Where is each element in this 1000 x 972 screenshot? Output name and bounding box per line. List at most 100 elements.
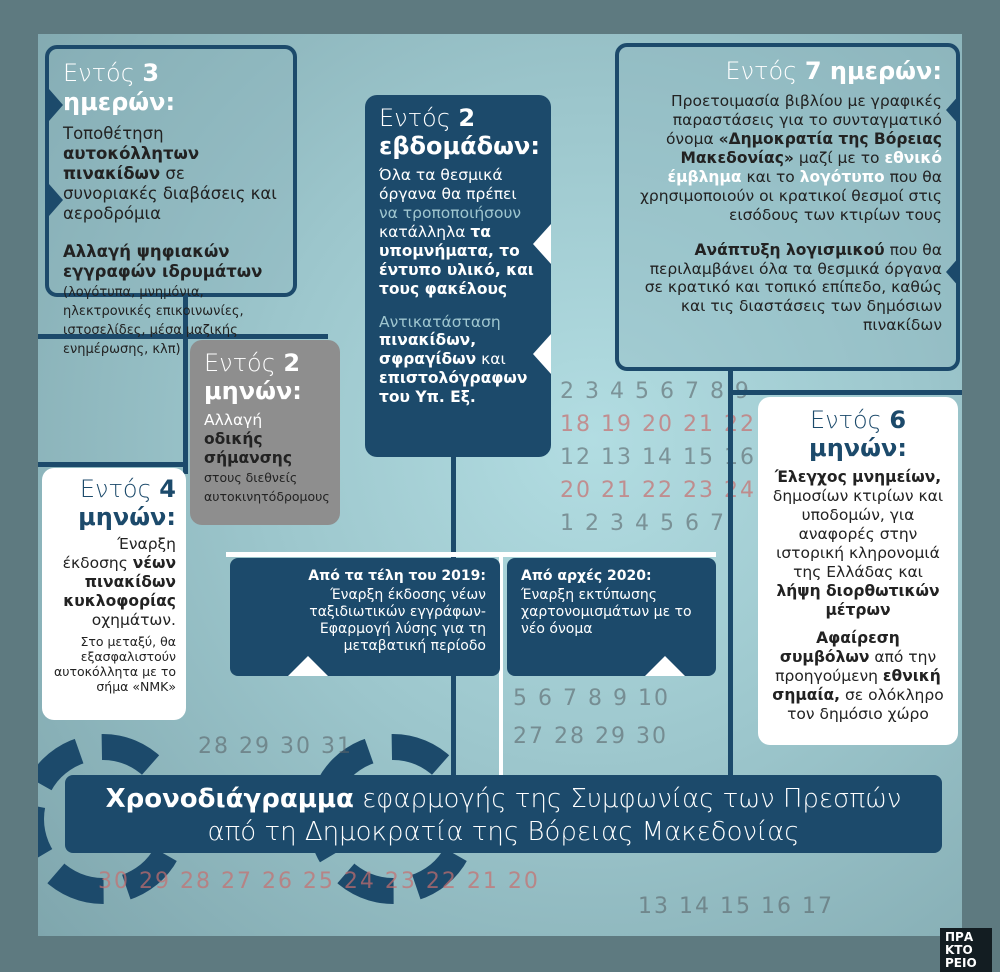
box-late-2019: Από τα τέλη του 2019: Έναρξη έκδοσης νέω… [230,558,500,676]
text: Προετοιμασία βιβλίου με γραφικές παραστά… [665,92,942,149]
text-bold: λήψη διορθωτικών μέτρων [776,581,940,619]
item-text: Έναρξη έκδοσης νέων ταξιδιωτικών εγγράφω… [309,587,486,655]
pointer-icon [645,656,685,676]
calendar-decoration: 2 3 4 5 6 7 8 9 [560,379,751,404]
connector-line [183,294,188,474]
heading-text: Εντός [63,59,143,87]
text: δημοσίων κτιρίων και υποδομών, για αναφο… [772,487,944,581]
heading-text: Εντός [79,475,160,503]
timeline-line [499,554,503,784]
calendar-decoration: 5 6 7 8 9 10 [513,686,670,711]
pointer-icon [533,224,551,264]
connector-line [728,390,962,395]
connector-line [38,334,328,339]
calendar-decoration: 27 28 29 30 [513,724,668,749]
text: που θα χρησιμοποιούν οι κρατικοί θεσμοί … [639,167,942,224]
infographic-canvas: 2 3 4 5 6 7 8 9 18 19 20 21 22 12 13 14 … [38,34,962,936]
connector-line [38,462,188,467]
text: (λογότυπα, μνημόνια, ηλεκτρονικές επικοι… [63,285,244,358]
title-bold: Χρονοδιάγραμμα [105,784,354,814]
title-line-2: από τη Δημοκρατία της Βόρειας Μακεδονίας [207,816,800,847]
text-highlight: εθνικό έμβλημα [667,148,942,186]
item-text: Αφαίρεση συμβόλων από την προηγούμενη εθ… [772,629,944,724]
text: σε συνοριακές διαβάσεις και αεροδρόμια [63,163,277,224]
text-bold: πινακίδων, σφραγίδων [379,331,477,369]
text: και το [741,167,800,186]
heading-bold: 4 [159,475,176,503]
text-bold: Αλλαγή ψηφιακών εγγραφών ιδρυμάτων [63,242,263,282]
calendar-decoration: 18 19 20 21 22 [560,412,756,437]
calendar-decoration: 20 21 22 23 24 [560,478,756,503]
item-text: Αλλαγή ψηφιακών εγγραφών ιδρυμάτων(λογότ… [63,242,279,358]
calendar-decoration: 12 13 14 15 16 [560,445,756,470]
text: από την προηγούμενη [775,648,937,686]
heading-text: Εντός [204,349,284,377]
text: οχημάτων. [91,610,176,629]
title-banner: Χρονοδιάγραμμα εφαρμογής της Συμφωνίας τ… [65,775,942,853]
item-text: Προετοιμασία βιβλίου με γραφικές παραστά… [633,92,942,224]
text-bold: οδικής σήμανσης [204,430,293,467]
text-highlight: να τροποποιήσουν [379,204,522,222]
text-bold: νέων πινακίδων κυκλοφορίας [63,554,176,610]
logo-text: ΡΕΙΟ [945,956,977,970]
heading-text: Εντός [725,57,805,85]
text: σε ολόκληρο τον δημόσιο χώρο [787,686,944,724]
text-bold: «Δημοκρατία της Βόρειας Μακεδονίας» [680,130,942,167]
pointer-icon [288,656,328,676]
box-3-days: Εντός 3 ημερών: Τοποθέτηση αυτοκόλλητων … [45,45,297,357]
pointer-icon [49,184,63,216]
pointer-icon [49,89,63,121]
text-highlight: λογότυπο [799,167,885,186]
item-text: Έναρξη έκδοσης νέων πινακίδων κυκλοφορία… [52,535,176,630]
text: Τοποθέτηση [63,123,164,143]
box-heading: Από αρχές 2020: [521,568,652,584]
item-text: Έναρξη εκτύπωσης χαρτονομισμάτων με το ν… [521,587,692,638]
text-bold: τα υπομνήματα, το έντυπο υλικό, και τους… [379,222,534,298]
calendar-decoration: 30 29 28 27 26 25 24 23 22 21 20 [98,869,540,894]
item-text: Έλεγχος μνημείων, δημοσίων κτιρίων και υ… [772,468,944,619]
heading-bold: 2 [283,349,301,377]
heading-bold: μηνών: [204,376,302,405]
calendar-decoration: 28 29 30 31 [198,734,353,759]
timeline-line [226,552,716,557]
heading-bold: 6 [889,406,907,434]
text: στους διεθνείς αυτοκινητόδρομους [204,469,330,504]
calendar-decoration: 1 2 3 4 5 6 7 [560,511,726,536]
connector-line [728,370,733,780]
text-highlight: Αντικατάσταση [379,312,501,331]
box-7-days: Εντός 7 ημερών: Προετοιμασία βιβλίου με … [615,43,960,371]
logo: ΠΡΑ ΚΤΟ ΡΕΙΟ [940,928,992,972]
box-heading: Από τα τέλη του 2019: [308,568,486,584]
box-early-2020: Από αρχές 2020: Έναρξη εκτύπωσης χαρτονο… [507,558,716,676]
text-bold: επιστολόγραφων του Υπ. Εξ. [379,369,528,407]
heading-bold: μηνών: [78,502,176,531]
text: Όλα τα θεσμικά όργανα θα πρέπει [379,166,517,204]
heading-bold: εβδομάδων: [379,131,540,160]
heading-text: Εντός [379,104,459,132]
text-bold: Έλεγχος μνημείων, [774,468,942,487]
pointer-icon [946,256,960,288]
text: κατάλληλα [379,222,471,241]
heading-text: Εντός [809,406,890,434]
text: και [476,350,506,369]
text: Έναρξη έκδοσης [62,535,176,573]
heading-bold: 2 [458,104,476,132]
pointer-icon [533,334,551,374]
heading-bold: 3 ημερών: [63,59,176,117]
text: που θα περιλαμβάνει όλα τα θεσμικά όργαν… [644,240,942,335]
calendar-decoration: 13 14 15 16 17 [638,894,834,919]
item-text: Όλα τα θεσμικά όργανα θα πρέπει να τροπο… [379,166,537,298]
item-text: Στο μεταξύ, θα εξασφαλιστούν αυτοκόλλητα… [54,633,176,695]
title-line-1: Χρονοδιάγραμμα εφαρμογής της Συμφωνίας τ… [73,783,934,816]
text-bold: αυτοκόλλητων πινακίδων [63,143,200,183]
logo-text: ΠΡΑ [945,930,974,944]
text-bold: εθνική σημαία, [772,667,941,705]
item-text: Ανάπτυξη λογισμικού που θα περιλαμβάνει … [633,241,942,336]
title-text: εφαρμογής της Συμφωνίας των Πρεσπών [353,784,902,814]
